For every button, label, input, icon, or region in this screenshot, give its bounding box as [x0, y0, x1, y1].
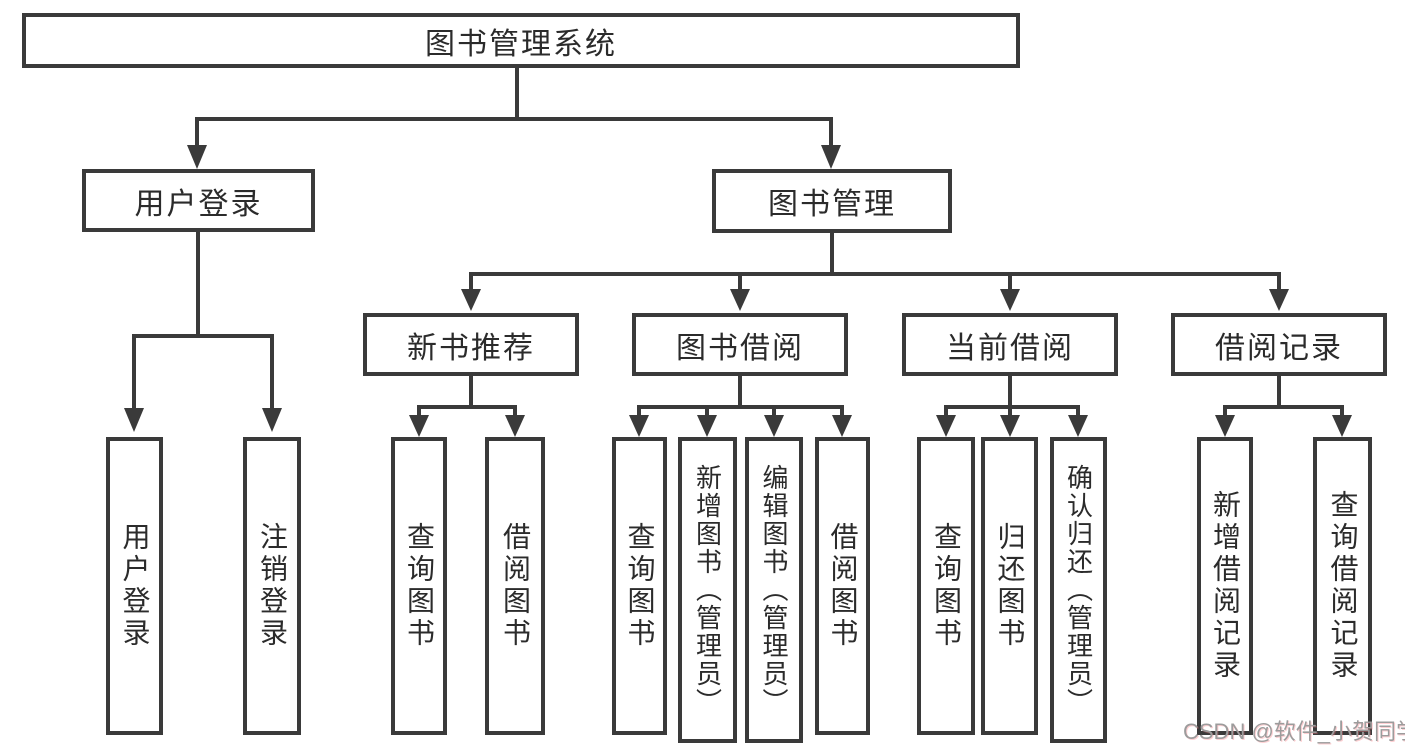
leaf-return-books: 归还图书 [981, 437, 1038, 735]
leaf-borrow-books-nb: 借阅图书 [485, 437, 545, 735]
arrowhead-leaf-user-login [124, 408, 144, 432]
connector-cb-bar [944, 405, 1080, 409]
connector-book-management-stub [829, 121, 833, 149]
connector-leaf-stub [417, 409, 421, 419]
arrowhead-borrowing-records [1269, 289, 1289, 311]
arrowhead-leaf-nb-borrow [505, 415, 525, 437]
connector-leaf-stub [1008, 409, 1012, 419]
connector-book-borrowing-stub [738, 276, 742, 290]
connector-bb-bar [637, 405, 844, 409]
csdn-watermark: CSDN @软件_小贺同学 [1183, 719, 1405, 744]
connector-leaf-logout-stub [270, 336, 274, 408]
leaf-add-books-admin: 新增图书（管理员） [678, 437, 737, 743]
leaf-query-books-nb: 查询图书 [391, 437, 447, 735]
node-borrowing-records: 借阅记录 [1171, 313, 1387, 376]
arrowhead-leaf-cb-confirm [1068, 415, 1088, 437]
arrowhead-leaf-cb-return [1000, 415, 1020, 437]
arrowhead-new-book-recommendation [461, 289, 481, 311]
connector-cb-trunk [1008, 376, 1012, 407]
node-book-borrowing: 图书借阅 [632, 313, 848, 376]
connector-br-trunk [1277, 376, 1281, 407]
leaf-query-books-bb: 查询图书 [612, 437, 667, 735]
leaf-user-login: 用户登录 [106, 437, 163, 735]
connector-current-borrowing-stub [1008, 276, 1012, 290]
arrowhead-user-login [187, 145, 207, 169]
connector-leaf-stub [1076, 409, 1080, 419]
connector-user-login-trunk [196, 232, 200, 336]
leaf-logout: 注销登录 [243, 437, 301, 735]
connector-leaf-stub [705, 409, 709, 419]
leaf-edit-books-admin: 编辑图书（管理员） [745, 437, 803, 743]
arrowhead-leaf-bb-add [697, 415, 717, 437]
leaf-add-borrow-record: 新增借阅记录 [1197, 437, 1253, 735]
connector-nb-trunk [469, 376, 473, 407]
leaf-borrow-books-bb: 借阅图书 [815, 437, 870, 735]
node-library-management-system: 图书管理系统 [22, 13, 1020, 68]
connector-level1-bar [195, 117, 833, 121]
connector-leaf-stub [772, 409, 776, 419]
connector-leaf-stub [1340, 409, 1344, 419]
leaf-confirm-return-admin: 确认归还（管理员） [1050, 437, 1107, 743]
node-book-management: 图书管理 [712, 169, 952, 233]
connector-leaf-stub [1223, 409, 1227, 419]
connector-root-trunk [515, 68, 519, 121]
connector-nb-bar [417, 405, 517, 409]
connector-new-book-stub [469, 276, 473, 290]
arrowhead-current-borrowing [1000, 289, 1020, 311]
leaf-query-borrow-record: 查询借阅记录 [1313, 437, 1372, 735]
arrowhead-leaf-cb-query [936, 415, 956, 437]
connector-book-management-trunk [830, 233, 834, 274]
node-user-login: 用户登录 [82, 169, 315, 232]
connector-leaf-user-login-stub [132, 336, 136, 408]
connector-user-login-bar [132, 334, 274, 338]
arrowhead-leaf-nb-query [409, 415, 429, 437]
connector-borrowing-records-stub [1277, 276, 1281, 290]
connector-leaf-stub [513, 409, 517, 419]
connector-leaf-stub [637, 409, 641, 419]
node-current-borrowing: 当前借阅 [902, 313, 1118, 376]
arrowhead-book-borrowing [730, 289, 750, 311]
arrowhead-leaf-logout [262, 408, 282, 432]
arrowhead-book-management [821, 145, 841, 169]
connector-bb-trunk [738, 376, 742, 407]
node-new-book-recommendation: 新书推荐 [363, 313, 579, 376]
arrowhead-leaf-br-add [1215, 415, 1235, 437]
arrowhead-leaf-bb-query [629, 415, 649, 437]
connector-br-bar [1223, 405, 1344, 409]
connector-leaf-stub [944, 409, 948, 419]
connector-leaf-stub [840, 409, 844, 419]
leaf-query-books-cb: 查询图书 [917, 437, 975, 735]
connector-user-login-stub [195, 121, 199, 149]
connector-level2-bar [469, 272, 1281, 276]
arrowhead-leaf-br-query [1332, 415, 1352, 437]
arrowhead-leaf-bb-edit [764, 415, 784, 437]
arrowhead-leaf-bb-borrow [832, 415, 852, 437]
